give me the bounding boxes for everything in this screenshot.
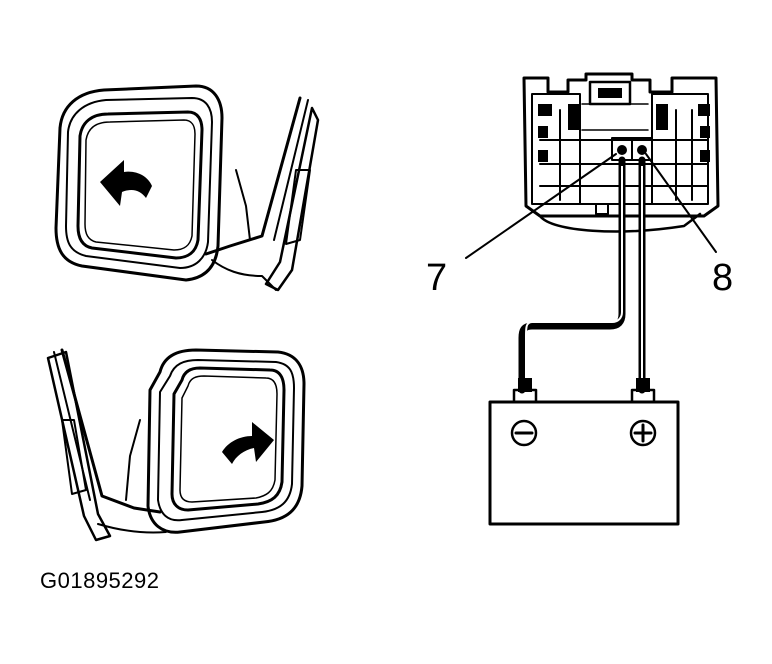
plus-icon (629, 419, 657, 447)
mirror-top-glass (76, 110, 204, 260)
callout-8: 8 (712, 257, 733, 299)
figure-id: G01895292 (40, 568, 160, 593)
mirror-connector (522, 72, 720, 233)
minus-icon (510, 419, 538, 447)
battery (488, 378, 680, 526)
terminal-8 (637, 145, 647, 155)
leader-line-7 (465, 153, 617, 259)
battery-case (488, 400, 680, 526)
jumper-wire-negative (518, 156, 626, 394)
battery-negative-post (512, 378, 538, 404)
mirror-top-housing (54, 84, 224, 282)
mirror-bottom-housing (146, 348, 306, 534)
mirror-bottom (46, 348, 306, 542)
leader-line-8 (645, 153, 717, 253)
terminal-7 (617, 145, 627, 155)
arrow-right-icon (222, 422, 274, 464)
mirror-top (54, 84, 320, 292)
mirror-bottom-mount (46, 348, 167, 542)
callout-7: 7 (426, 257, 447, 299)
mirror-bottom-glass (170, 366, 286, 512)
arrow-left-icon (100, 160, 152, 206)
battery-positive-post (630, 378, 656, 404)
